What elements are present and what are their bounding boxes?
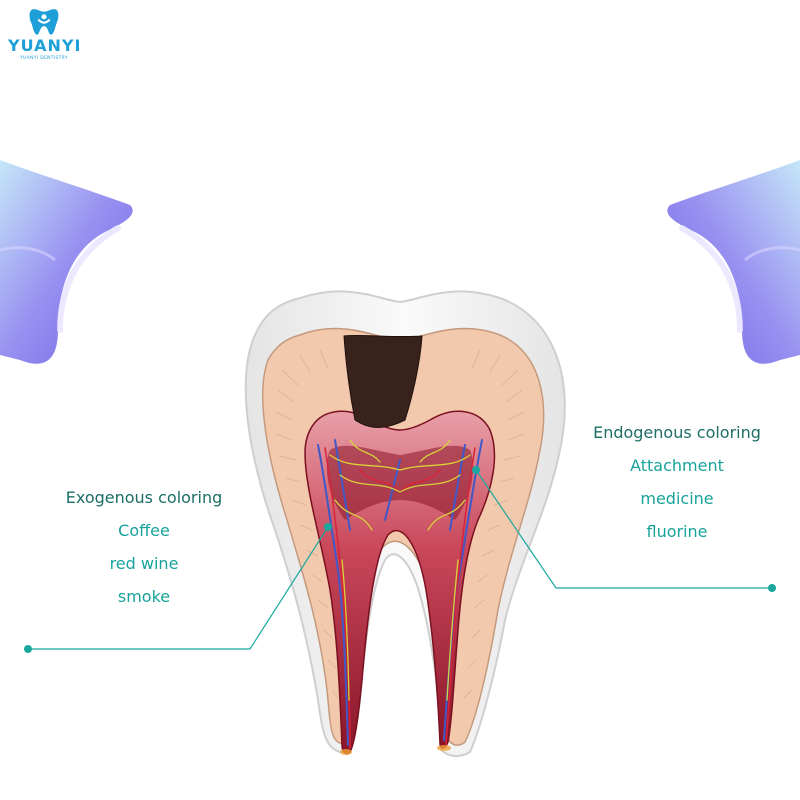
blood-vessels-blue: [317, 439, 483, 746]
exogenous-item: red wine: [109, 554, 179, 573]
blood-vessels-red: [324, 447, 476, 749]
exogenous-item: Coffee: [118, 521, 170, 540]
brand-tagline: YUANYI DENTISTRY: [20, 56, 68, 61]
nerves-yellow: [329, 439, 471, 701]
stain-cavity: [343, 334, 423, 428]
endogenous-title: Endogenous coloring: [593, 423, 761, 442]
endogenous-item: medicine: [640, 489, 714, 508]
endogenous-leader-line: [472, 466, 776, 592]
exogenous-title: Exogenous coloring: [65, 488, 223, 507]
endogenous-coloring-label: Endogenous coloring Attachment medicine …: [583, 423, 771, 555]
brand-name: YUANYI: [8, 36, 82, 55]
endogenous-item: Attachment: [630, 456, 724, 475]
exogenous-leader-line: [24, 523, 332, 653]
exogenous-coloring-label: Exogenous coloring Coffee red wine smoke: [55, 488, 233, 620]
whitening-light-left-icon: [0, 160, 133, 364]
dentin-tubules: [275, 349, 525, 699]
brand-logo: YUANYI YUANYI DENTISTRY: [8, 4, 80, 76]
whitening-light-right-icon: [667, 160, 800, 364]
tooth-logo-icon: [29, 9, 59, 35]
exogenous-item: smoke: [117, 587, 171, 606]
endogenous-item: fluorine: [646, 522, 708, 541]
